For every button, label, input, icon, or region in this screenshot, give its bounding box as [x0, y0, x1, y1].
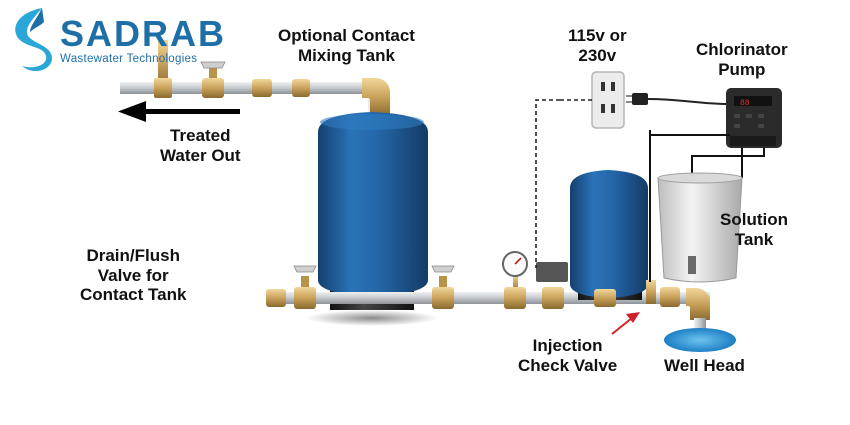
power-outlet	[591, 71, 625, 129]
label-drain-valve: Drain/Flush Valve for Contact Tank	[80, 246, 187, 305]
contact-tank	[318, 112, 428, 296]
tank-outlet-valve	[431, 265, 455, 309]
drain-valve	[293, 265, 317, 309]
drain-outlet	[266, 289, 286, 307]
label-treated-water: Treated Water Out	[160, 126, 241, 165]
label-check-valve: Injection Check Valve	[518, 336, 618, 375]
svg-text:88: 88	[740, 99, 750, 108]
label-solution-tank: Solution Tank	[720, 210, 788, 249]
check-valve-arrow	[611, 312, 640, 335]
chlorinator-pump: 88	[726, 88, 782, 148]
tank-tee	[594, 289, 616, 307]
solution-tank	[657, 172, 743, 283]
top-union-2	[292, 79, 310, 97]
pressure-tank	[570, 170, 648, 298]
pressure-switch	[536, 262, 568, 282]
well-head-water	[664, 328, 736, 352]
label-voltage: 115v or 230v	[568, 26, 627, 65]
switch-wire	[535, 99, 560, 268]
pressure-gauge	[502, 251, 528, 309]
power-plug	[626, 93, 729, 105]
top-pipe	[120, 82, 380, 94]
injection-check-valve	[646, 280, 656, 304]
well-elbow	[686, 288, 710, 320]
brand: SADRAB Wastewater Technologies	[60, 13, 227, 66]
top-union-1	[252, 79, 272, 97]
top-elbow	[362, 78, 390, 116]
top-valve	[200, 61, 226, 98]
brand-name: SADRAB	[60, 13, 227, 54]
riser-tee	[154, 78, 172, 98]
brand-tagline: Wastewater Technologies	[60, 53, 198, 65]
logo-s-mark	[15, 8, 52, 72]
treated-water-arrow	[118, 101, 240, 122]
riser-pipe	[158, 40, 168, 86]
well-union	[660, 287, 680, 307]
company-logo	[15, 8, 52, 72]
label-mixing-tank: Optional Contact Mixing Tank	[278, 26, 415, 65]
label-well-head: Well Head	[664, 356, 745, 375]
label-chlorinator-pump: Chlorinator Pump	[696, 40, 788, 79]
switch-tee	[542, 287, 564, 309]
bottom-pipe	[280, 292, 710, 304]
contact-tank-shadow	[306, 310, 438, 326]
